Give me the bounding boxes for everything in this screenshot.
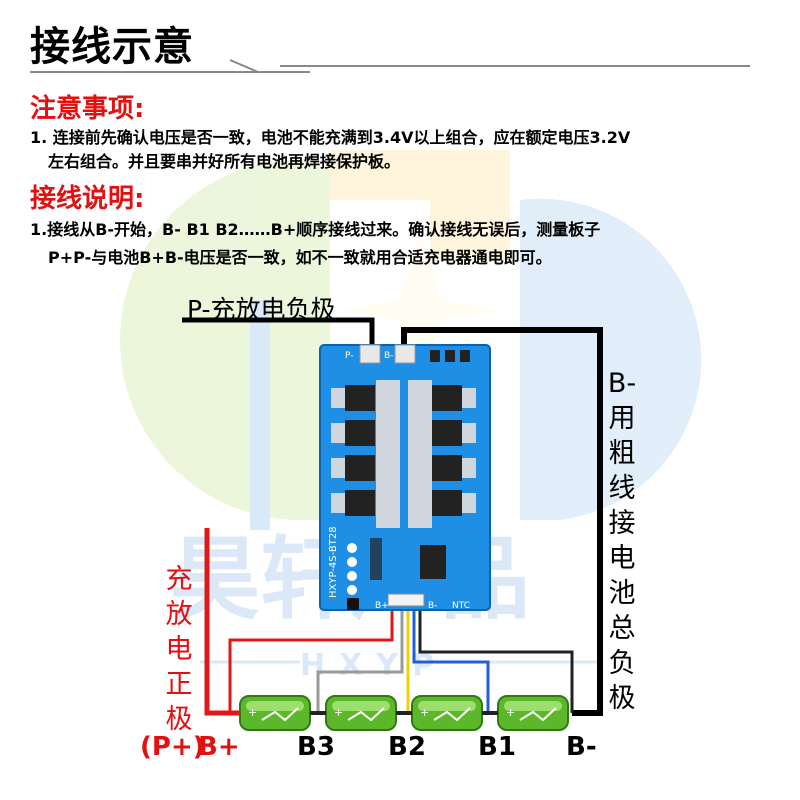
b-plus-label: B+ <box>198 732 240 762</box>
wiring-heading: 接线说明: <box>30 184 145 214</box>
title-underline <box>30 59 750 73</box>
notice-line-1: 1. 连接前先确认电压是否一致，电池不能充满到3.4V以上组合，应在额定电压3.… <box>30 128 631 147</box>
connector-label-ntc: NTC <box>452 601 470 611</box>
battery-pack: + + + + <box>239 695 569 731</box>
battery-cell-4: + <box>497 695 569 731</box>
b-minus-wire <box>401 327 603 716</box>
notice-heading: 注意事项: <box>30 94 145 124</box>
pad-label-p-minus: P- <box>345 351 353 361</box>
page-title: 接线示意 <box>30 24 194 70</box>
charge-positive-label: 充 放 电 正 极 <box>165 564 193 735</box>
svg-text:+: + <box>248 706 257 719</box>
notice-line-2: 左右组合。并且要串并好所有电池再焊接保护板。 <box>48 152 401 171</box>
battery-cell-2: + <box>325 695 397 731</box>
b1-label: B1 <box>478 732 516 762</box>
b2-label: B2 <box>388 732 426 762</box>
pad-label-b-minus: B- <box>384 351 393 361</box>
b3-label: B3 <box>297 732 335 762</box>
connector-label-b-plus: B+ <box>375 601 389 611</box>
svg-text:+: + <box>334 706 343 719</box>
b1-sense-wire <box>412 605 490 713</box>
svg-text:+: + <box>506 706 515 719</box>
connector-label-b-minus: B- <box>428 601 437 611</box>
svg-text:+: + <box>420 706 429 719</box>
watermark-sub: HXYP <box>300 648 448 683</box>
p-plus-label: (P+) <box>140 732 205 762</box>
battery-cell-1: + <box>239 695 311 731</box>
b-minus-thick-wire-label: B- 用 粗 线 接 电 池 总 负 极 <box>607 368 637 714</box>
b-minus-sense-wire <box>418 605 574 713</box>
wiring-line-1: 1.接线从B-开始，B- B1 B2……B+顺序接线过来。确认接线无误后，测量板… <box>30 220 601 239</box>
b-plus-sense-wire <box>228 605 394 713</box>
b3-sense-wire <box>316 605 404 713</box>
wiring-line-2: P+P-与电池B+B-电压是否一致，如不一致就用合适充电器通电即可。 <box>48 248 552 267</box>
charge-positive-wire <box>204 528 240 716</box>
battery-cell-3: + <box>411 695 483 731</box>
p-minus-wire <box>182 317 375 350</box>
board-model-label: HXYP-4S-BT28 <box>328 526 339 598</box>
protection-board: B- P- <box>319 344 491 611</box>
b-minus-label: B- <box>566 732 597 762</box>
